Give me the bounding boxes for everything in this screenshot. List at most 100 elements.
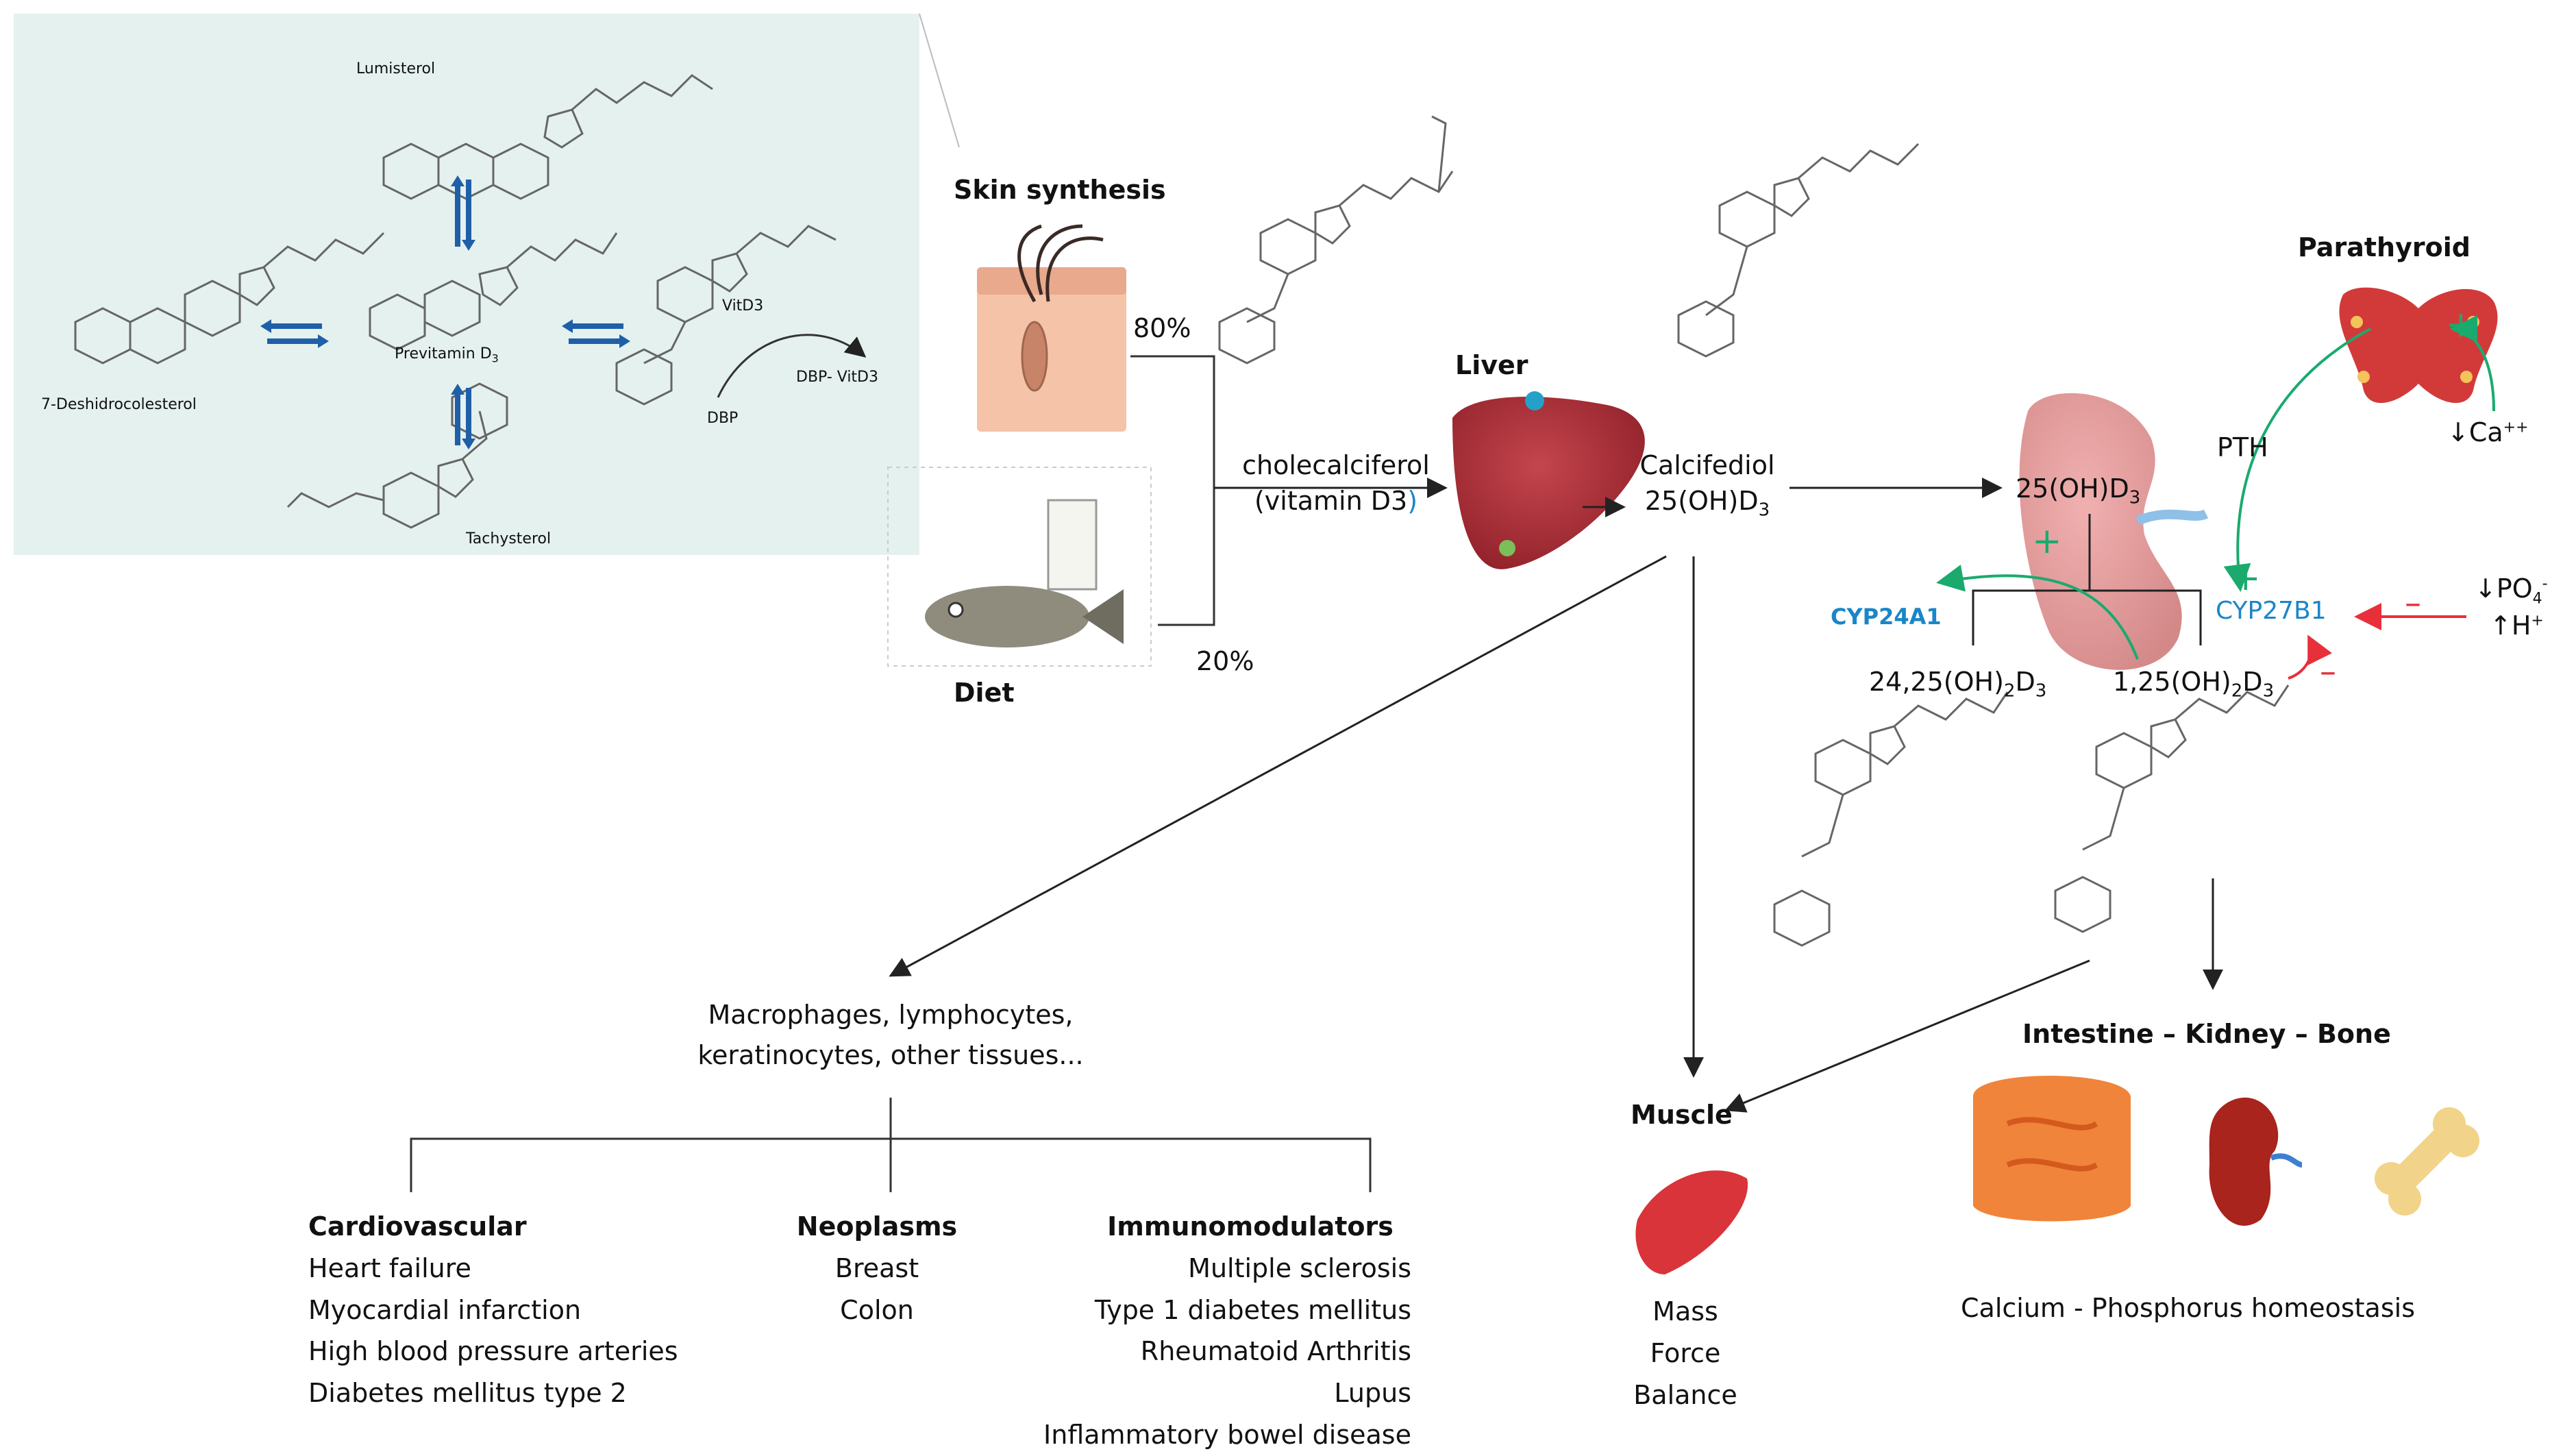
diet-bracket	[1158, 488, 1215, 626]
metabolite-125-sub1: 2	[2231, 680, 2243, 702]
intestine-illustration	[1973, 1076, 2131, 1222]
vitd3-label: VitD3	[722, 297, 764, 314]
metabolite-2425-sub2: 3	[2035, 680, 2047, 702]
inset-panel	[14, 14, 919, 555]
calcifediol-line2-wrap: 25(OH)D3	[1625, 488, 1789, 519]
parathyroid-title: Parathyroid	[2298, 232, 2470, 262]
immuno-item: Lupus	[1334, 1378, 1411, 1409]
immunomodulators-section: Immunomodulators Multiple sclerosis Type…	[1000, 1206, 1411, 1456]
skin-bracket	[1130, 355, 1215, 488]
muscle-illustration	[1635, 1170, 1748, 1274]
liver-illustration	[1452, 391, 1645, 569]
dbp-vitd3-label: DBP- VitD3	[796, 369, 878, 386]
double-arrow-up	[451, 175, 475, 251]
cholecalciferol-vitamin-text: (vitamin D3	[1254, 486, 1408, 516]
cardio-item: Myocardial infarction	[308, 1294, 582, 1325]
deshidrocolesterol-structure	[74, 232, 385, 365]
dihydroxy-2425-structure	[1773, 691, 2009, 947]
arrow-metabolite-to-muscle	[1724, 959, 2090, 1113]
kidney-25ohd3-text: 25(OH)D	[2016, 473, 2129, 504]
cardio-item: Diabetes mellitus type 2	[308, 1378, 627, 1409]
double-arrow-down	[451, 384, 475, 449]
previtamin-label: Previtamin D3	[395, 347, 499, 364]
cyp24a1-label: CYP24A1	[1831, 604, 1942, 630]
muscle-item: Mass	[1652, 1296, 1718, 1327]
calcifediol-label: Calcifediol 25(OH)D3	[1625, 452, 1789, 519]
lumisterol-label: Lumisterol	[356, 60, 436, 77]
calcifediol-line2: 25(OH)D	[1644, 486, 1759, 516]
kidney-25ohd3-sub: 3	[2129, 487, 2141, 508]
kidney-small-illustration	[2209, 1097, 2303, 1226]
calcifediol-line1: Calcifediol	[1639, 450, 1775, 480]
cardiovascular-title: Cardiovascular	[308, 1211, 527, 1242]
double-arrow-right	[562, 319, 630, 348]
calcium-sup: ++	[2503, 419, 2529, 436]
metabolite-125-d: D	[2242, 667, 2263, 697]
cholecalciferol-line2: (vitamin D3)	[1226, 488, 1446, 514]
neoplasms-section: Neoplasms Breast Colon	[774, 1206, 980, 1331]
cardio-item: Heart failure	[308, 1253, 471, 1283]
plus-sign-cyp24: +	[2032, 521, 2062, 562]
muscle-item: Balance	[1633, 1379, 1737, 1410]
metabolite-2425-sub1: 2	[2003, 680, 2016, 702]
bone-illustration	[2375, 1107, 2479, 1216]
calcifediol-structure	[1677, 143, 1920, 358]
immuno-item: Rheumatoid Arthritis	[1140, 1336, 1411, 1367]
fish-glass-illustration	[925, 499, 1124, 647]
tissues-label: Macrophages, lymphocytes, keratinocytes,…	[658, 995, 1124, 1076]
dbp-label: DBP	[707, 410, 739, 427]
cardio-item: High blood pressure arteries	[308, 1336, 678, 1367]
neoplasm-item: Colon	[840, 1294, 914, 1325]
previtamin-subscript: 3	[491, 351, 499, 365]
phosphate-sup: -	[2542, 575, 2548, 593]
calcium-label: ↓Ca++	[2447, 419, 2529, 445]
ikb-caption: Calcium - Phosphorus homeostasis	[1961, 1293, 2415, 1323]
previtamin-text: Previtamin D	[395, 345, 492, 362]
minus-sign-ions: –	[2405, 584, 2421, 622]
cholecalciferol-close-paren: )	[1407, 486, 1418, 516]
deshidrocolesterol-label: 7-Deshidrocolesterol	[41, 396, 197, 413]
cholecalciferol-structure	[1218, 115, 1454, 365]
dbp-binding-arrow	[717, 334, 867, 398]
immunomodulators-title: Immunomodulators	[1107, 1211, 1394, 1242]
cyp27b1-label: CYP27B1	[2216, 597, 2327, 625]
calcium-text: ↓Ca	[2447, 417, 2503, 447]
cholecalciferol-label: cholecalciferol (vitamin D3)	[1226, 452, 1446, 514]
neoplasms-title: Neoplasms	[796, 1211, 958, 1242]
muscle-item: Force	[1650, 1337, 1721, 1368]
tissues-line2: keratinocytes, other tissues...	[697, 1039, 1084, 1070]
immuno-item: Type 1 diabetes mellitus	[1094, 1294, 1411, 1325]
metabolite-125-sub2: 3	[2262, 680, 2275, 702]
lumisterol-structure	[382, 74, 713, 200]
hydrogen-label: ↑H+	[2490, 613, 2544, 639]
vitd3-inset-structure	[615, 225, 837, 406]
green-arrow-cyp24	[1936, 565, 2139, 660]
kidney-fork-bar	[1972, 589, 2202, 645]
muscle-title: Muscle	[1631, 1100, 1733, 1130]
kidney-25ohd3-label: 25(OH)D3	[2016, 476, 2140, 507]
arrow-to-tissues	[889, 555, 1667, 977]
phosphate-sub: 4	[2532, 590, 2542, 608]
tachysterol-label: Tachysterol	[466, 530, 552, 547]
red-arrow-feedback	[2288, 634, 2332, 680]
inset-connector-line	[919, 13, 960, 148]
previtamin-structure	[369, 232, 618, 351]
tissues-line1: Macrophages, lymphocytes,	[708, 1000, 1074, 1030]
diet-box	[887, 467, 1152, 667]
metabolite-125-text: 1,25(OH)	[2113, 667, 2231, 697]
ikb-title: Intestine – Kidney – Bone	[2022, 1019, 2391, 1049]
liver-title: Liver	[1455, 350, 1528, 380]
metabolite-2425-d: D	[2015, 667, 2035, 697]
hydrogen-text: ↑H	[2490, 610, 2531, 641]
phosphate-label: ↓PO4-	[2475, 576, 2548, 607]
pth-label: PTH	[2217, 432, 2268, 462]
metabolite-2425-text: 24,25(OH)	[1869, 667, 2004, 697]
hydrogen-sup: +	[2531, 612, 2544, 630]
immuno-item: Multiple sclerosis	[1188, 1253, 1411, 1283]
phosphate-text: ↓PO	[2475, 573, 2533, 604]
muscle-items: Mass Force Balance	[1603, 1291, 1768, 1416]
dihydroxy-125-structure	[2054, 684, 2290, 933]
cholecalciferol-line1: cholecalciferol	[1242, 450, 1430, 480]
skin-percent: 80%	[1133, 313, 1191, 343]
